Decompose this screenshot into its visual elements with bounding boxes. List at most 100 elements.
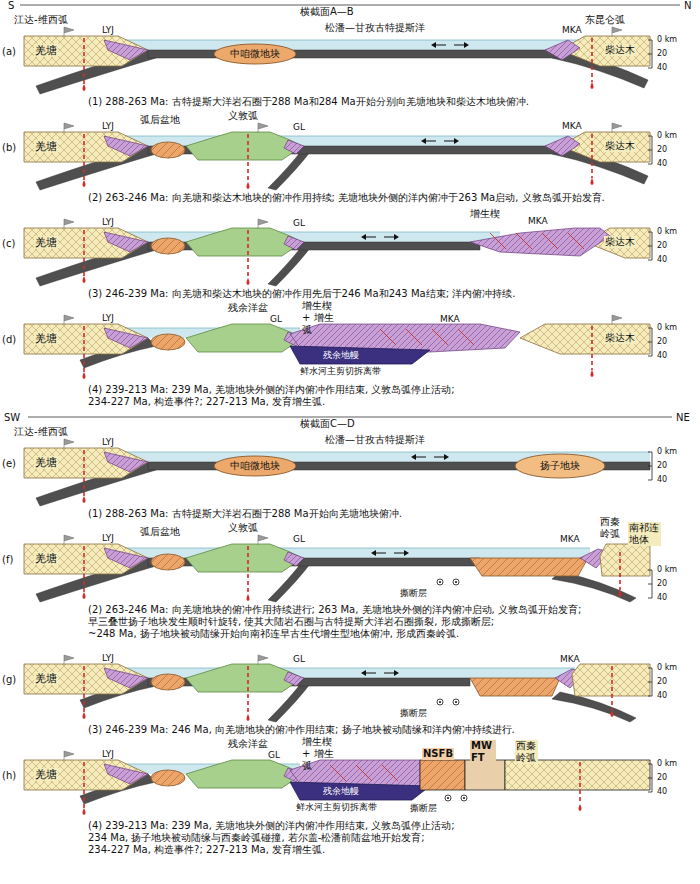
caption-line: (1) 288-263 Ma: 古特提斯大洋岩石圈于288 Ma和284 Ma开… bbox=[88, 96, 529, 108]
section-label: 柴达木 bbox=[604, 44, 636, 56]
accretionary-wedge bbox=[104, 40, 148, 60]
section-panel bbox=[24, 439, 652, 506]
section-panel bbox=[24, 27, 652, 94]
magma-path bbox=[247, 134, 249, 182]
depth-tick bbox=[648, 480, 652, 481]
section-label: LYJ bbox=[102, 313, 114, 324]
section-label: 羌塘 bbox=[34, 672, 58, 685]
shear-line bbox=[490, 233, 506, 249]
volcano-flag bbox=[612, 27, 622, 37]
volcano-flag bbox=[64, 315, 74, 325]
section-label: 南祁连地体 bbox=[628, 522, 661, 546]
section-label: GL bbox=[268, 750, 280, 761]
island-arc bbox=[186, 228, 302, 256]
section-label: 羌塘 bbox=[34, 44, 58, 57]
block-name: 中咱微地块 bbox=[230, 460, 280, 472]
magma-drop bbox=[83, 592, 86, 599]
scale-label: 0 km bbox=[657, 565, 677, 575]
depth-tick bbox=[648, 328, 652, 329]
ellipse-shape bbox=[214, 456, 296, 476]
shear-line bbox=[432, 329, 448, 345]
caption-line: (4) 239-213 Ma: 239 Ma, 羌塘地块外侧的洋内俯冲作用结束,… bbox=[88, 820, 455, 832]
scale-label: 20 bbox=[657, 773, 667, 783]
scale-label: 40 bbox=[657, 475, 667, 485]
volcano-flag bbox=[64, 655, 74, 665]
depth-tick bbox=[648, 356, 652, 357]
island-arc bbox=[186, 544, 302, 572]
scale-label: 0 km bbox=[657, 35, 677, 45]
section-label: (g) bbox=[2, 674, 16, 686]
magma-path bbox=[591, 134, 593, 178]
magma-drop bbox=[83, 276, 86, 283]
tear-fault-symbol bbox=[455, 701, 457, 703]
accretionary-wedge bbox=[284, 140, 304, 154]
section-label: (f) bbox=[2, 554, 13, 566]
continent-block bbox=[24, 36, 148, 66]
section-label: 残余洋盆 bbox=[228, 738, 268, 750]
spreading-arrow bbox=[464, 42, 469, 48]
scale-label: 40 bbox=[657, 787, 667, 797]
shear-line bbox=[330, 765, 346, 781]
magma-path bbox=[579, 762, 581, 804]
depth-tick bbox=[648, 260, 652, 261]
magma-path bbox=[591, 38, 593, 82]
section-label: LYJ bbox=[102, 437, 114, 448]
section-label: 鲜水河主剪切拆离带 bbox=[300, 366, 381, 377]
magma-drop bbox=[83, 496, 86, 503]
accretionary-wedge bbox=[284, 672, 304, 686]
microblock bbox=[151, 554, 185, 570]
shear-line bbox=[406, 329, 422, 345]
tear-fault-symbol bbox=[453, 699, 459, 705]
section-label: (d) bbox=[2, 334, 16, 346]
tear-fault-symbol bbox=[439, 581, 441, 583]
magma-drop bbox=[247, 278, 250, 285]
continent-block bbox=[24, 132, 148, 162]
scale-label: 0 km bbox=[657, 227, 677, 237]
magma-path bbox=[247, 666, 249, 714]
shear-line bbox=[356, 765, 372, 781]
section-label: 撕断层 bbox=[400, 588, 427, 599]
section-panel bbox=[24, 123, 652, 190]
tear-fault-symbol bbox=[461, 795, 467, 801]
magma-path bbox=[611, 666, 613, 710]
section-line bbox=[20, 5, 680, 6]
tear-fault-symbol bbox=[437, 699, 443, 705]
depth-tick bbox=[648, 246, 652, 247]
section-label: GL bbox=[270, 314, 282, 325]
section-label: S bbox=[8, 0, 14, 12]
spreading-arrow bbox=[394, 670, 399, 676]
depth-tick bbox=[648, 682, 652, 683]
depth-tick bbox=[648, 40, 652, 41]
section-label: (e) bbox=[2, 458, 16, 470]
magma-path bbox=[591, 326, 593, 370]
depth-tick bbox=[648, 792, 652, 793]
caption-line: (3) 246-239 Ma: 246 Ma, 向羌塘地块的俯冲作用结束; 扬子… bbox=[88, 724, 515, 736]
spreading-arrow bbox=[365, 237, 376, 238]
accretionary-wedge bbox=[104, 548, 148, 568]
volcano-flag bbox=[258, 535, 268, 545]
section-panel bbox=[24, 655, 652, 722]
caption-line: (2) 263-246 Ma: 向羌塘和柴达木地块的俯冲作用持续; 羌塘地块外侧… bbox=[88, 192, 605, 204]
scale-label: 20 bbox=[657, 241, 667, 251]
volcano-flag bbox=[64, 27, 74, 37]
accretionary-wedge bbox=[470, 228, 610, 256]
oceanic-lithosphere bbox=[148, 50, 560, 58]
section-label: 弧后盆地 bbox=[140, 526, 180, 538]
tear-fault-symbol bbox=[463, 797, 465, 799]
magma-path bbox=[83, 326, 85, 372]
tear-fault-symbol bbox=[447, 797, 449, 799]
caption-line: (3) 246-239 Ma: 向羌塘和柴达木地块的俯冲作用先后于246 Ma和… bbox=[88, 288, 515, 300]
magma-drop bbox=[247, 594, 250, 601]
section-panel bbox=[24, 219, 652, 286]
section-label: MKA bbox=[562, 25, 582, 36]
spreading-arrow bbox=[454, 138, 459, 144]
accretionary-wedge bbox=[284, 552, 304, 566]
accretionary-wedge bbox=[545, 136, 580, 156]
tear-fault-symbol bbox=[445, 795, 451, 801]
tear-fault-symbol bbox=[455, 581, 457, 583]
magma-drop bbox=[591, 178, 594, 185]
continent-block bbox=[24, 324, 148, 354]
magma-drop bbox=[591, 370, 594, 377]
section-label: MKA bbox=[560, 534, 580, 545]
